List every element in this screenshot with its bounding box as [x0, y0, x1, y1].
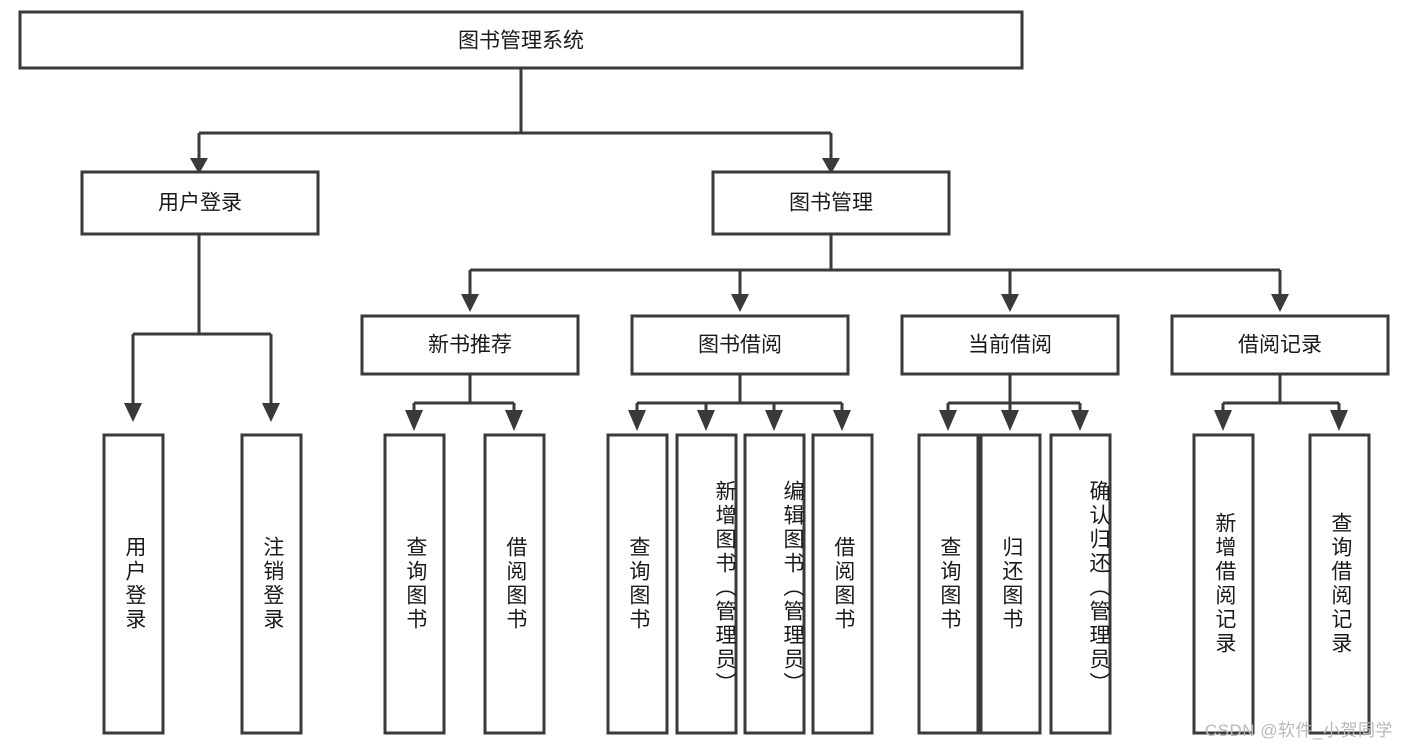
node-box-borrow-record[interactable] — [1170, 314, 1390, 376]
arrow-head-leaf-query-book-2 — [628, 410, 646, 431]
node-box-leaf-query-borrow-record[interactable] — [1308, 433, 1371, 735]
arrow-head-leaf-borrow-book-2 — [833, 410, 851, 431]
arrow-head-leaf-query-book-1 — [405, 410, 423, 431]
arrow-head-leaf-logout-login — [262, 403, 280, 422]
node-box-leaf-add-borrow-record[interactable] — [1192, 433, 1255, 735]
node-label-root: 图书管理系统 — [458, 30, 584, 53]
connector-borrow-record-to-leaves — [1221, 374, 1341, 412]
connector-current-borrow-to-leaves — [946, 374, 1082, 412]
arrow-head-book-management — [822, 158, 840, 174]
node-label-book-borrow: 图书借阅 — [698, 334, 782, 357]
arrow-head-leaf-return-book — [1001, 410, 1019, 431]
arrow-head-leaf-query-book-3 — [939, 410, 957, 431]
node-label-user-login: 用户登录 — [158, 192, 242, 215]
node-box-leaf-borrow-book-2[interactable] — [811, 433, 874, 735]
node-box-root[interactable] — [18, 10, 1024, 70]
node-label-book-management: 图书管理 — [789, 192, 873, 215]
arrow-head-leaf-borrow-book-1 — [505, 410, 523, 431]
node-box-leaf-add-book-admin[interactable] — [675, 433, 738, 735]
arrow-head-leaf-add-book-admin — [697, 410, 715, 431]
arrow-head-leaf-add-borrow-record — [1214, 410, 1232, 431]
arrow-head-new-book-recommend — [461, 294, 479, 312]
node-box-leaf-confirm-return-admin[interactable] — [1049, 433, 1112, 735]
arrow-head-leaf-user-login — [124, 403, 142, 422]
arrow-head-book-borrow — [731, 294, 749, 312]
node-label-current-borrow: 当前借阅 — [968, 334, 1052, 357]
node-box-new-book-recommend[interactable] — [360, 314, 580, 376]
connector-book-borrow-to-leaves — [635, 374, 844, 412]
node-box-leaf-edit-book-admin[interactable] — [743, 433, 806, 735]
node-box-leaf-return-book[interactable] — [979, 433, 1042, 735]
arrow-head-leaf-query-borrow-record — [1330, 410, 1348, 431]
node-box-leaf-logout-login[interactable] — [240, 433, 303, 735]
node-label-new-book-recommend: 新书推荐 — [428, 334, 512, 357]
node-label-borrow-record: 借阅记录 — [1238, 334, 1322, 357]
arrow-head-leaf-edit-book-admin — [765, 410, 783, 431]
node-box-leaf-query-book-1[interactable] — [383, 433, 446, 735]
connector-new-book-recommend-to-leaves — [412, 374, 516, 412]
node-box-current-borrow[interactable] — [900, 314, 1120, 376]
connectors-group — [124, 68, 1348, 431]
node-box-leaf-user-login[interactable] — [102, 433, 165, 735]
watermark-text: CSDN @软件_小贺同学 — [1204, 721, 1393, 740]
nodes-group: 图书管理系统 用户登录 图书管理 新书推荐 图书借阅 当前借阅 借阅记录 — [18, 10, 1390, 735]
connector-user-login-to-leaves — [131, 234, 273, 405]
node-box-leaf-query-book-2[interactable] — [606, 433, 669, 735]
node-box-leaf-borrow-book-1[interactable] — [483, 433, 546, 735]
connector-book-management-to-level2 — [468, 234, 1282, 296]
node-box-leaf-query-book-3[interactable] — [917, 433, 980, 735]
connector-root-to-level1 — [197, 68, 833, 160]
node-box-book-borrow[interactable] — [630, 314, 850, 376]
node-box-user-login[interactable] — [80, 170, 320, 236]
arrow-head-user-login — [190, 158, 208, 174]
arrow-head-current-borrow — [1001, 294, 1019, 312]
arrow-head-leaf-confirm-return-admin — [1071, 410, 1089, 431]
arrow-head-borrow-record — [1271, 294, 1289, 312]
node-box-book-management[interactable] — [711, 170, 951, 236]
